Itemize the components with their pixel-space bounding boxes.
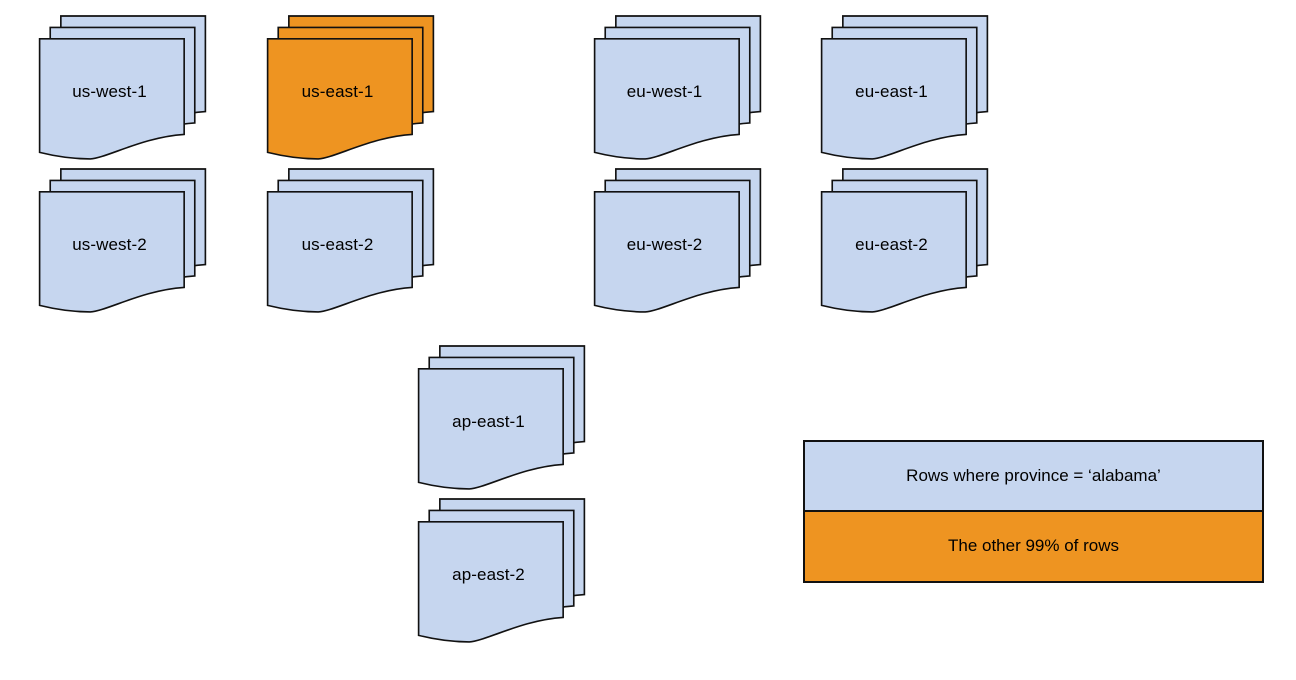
document-stack-eu-west-2[interactable]: eu-west-2: [576, 168, 779, 316]
legend-item-alabama-rows: Rows where province = ‘alabama’: [805, 442, 1262, 512]
document-stack-us-west-2[interactable]: us-west-2: [21, 168, 224, 316]
document-stack-shape: [38, 15, 207, 160]
document-stack-ap-east-1[interactable]: ap-east-1: [400, 345, 603, 493]
document-stack-shape: [820, 15, 989, 160]
document-stack-shape: [820, 168, 989, 313]
document-stack-shape: [593, 15, 762, 160]
document-sheet-front: [593, 191, 740, 313]
legend-item-other-rows: The other 99% of rows: [805, 511, 1262, 581]
document-sheet-front: [820, 38, 967, 160]
document-sheet-front: [820, 191, 967, 313]
document-stack-shape: [266, 168, 435, 313]
document-stack-us-west-1[interactable]: us-west-1: [21, 15, 224, 163]
document-stack-shape: [266, 15, 435, 160]
document-sheet-front: [417, 521, 564, 643]
document-sheet-front: [266, 191, 413, 313]
document-stack-us-east-1[interactable]: us-east-1: [249, 15, 452, 163]
document-stack-eu-east-2[interactable]: eu-east-2: [803, 168, 1006, 316]
legend-item-label: The other 99% of rows: [947, 536, 1120, 556]
document-sheet-front: [593, 38, 740, 160]
document-sheet-front: [266, 38, 413, 160]
document-stack-ap-east-2[interactable]: ap-east-2: [400, 498, 603, 646]
document-stack-eu-west-1[interactable]: eu-west-1: [576, 15, 779, 163]
document-sheet-front: [38, 38, 185, 160]
document-stack-eu-east-1[interactable]: eu-east-1: [803, 15, 1006, 163]
document-stack-shape: [38, 168, 207, 313]
document-stack-us-east-2[interactable]: us-east-2: [249, 168, 452, 316]
document-sheet-front: [417, 368, 564, 490]
document-stack-shape: [417, 498, 586, 643]
document-stack-shape: [417, 345, 586, 490]
legend-item-label: Rows where province = ‘alabama’: [906, 465, 1161, 485]
document-stack-shape: [593, 168, 762, 313]
document-sheet-front: [38, 191, 185, 313]
legend: Rows where province = ‘alabama’ The othe…: [803, 440, 1264, 583]
